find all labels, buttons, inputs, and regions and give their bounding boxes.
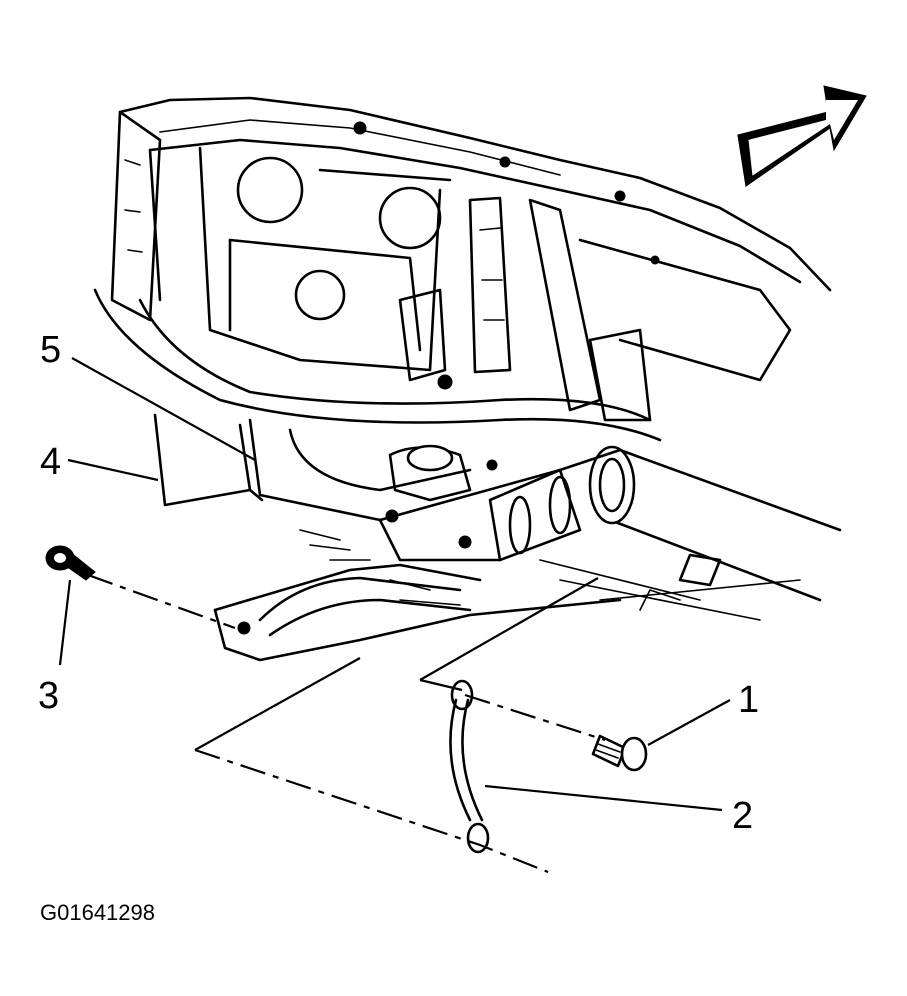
leader-1 <box>647 699 731 746</box>
radiator-support <box>93 96 832 442</box>
callout-5: 5 <box>40 329 61 371</box>
callout-1: 1 <box>738 679 759 721</box>
nut <box>45 545 96 581</box>
leader-4 <box>67 458 159 482</box>
front-direction-arrow-icon <box>737 85 867 188</box>
bracket <box>153 413 264 507</box>
bolt <box>591 734 648 772</box>
callout-leaders <box>58 357 731 812</box>
leader-2 <box>484 784 723 812</box>
leader-3 <box>58 579 72 666</box>
frame-rail-right <box>248 418 842 621</box>
callout-3: 3 <box>38 675 59 717</box>
ground-strap <box>449 679 490 854</box>
lower-mount-bracket <box>213 563 622 662</box>
callout-4: 4 <box>40 441 61 483</box>
figure-id: G01641298 <box>40 900 155 925</box>
leader-5 <box>71 357 256 461</box>
assembly-lines <box>87 573 606 874</box>
callout-2: 2 <box>732 795 753 837</box>
